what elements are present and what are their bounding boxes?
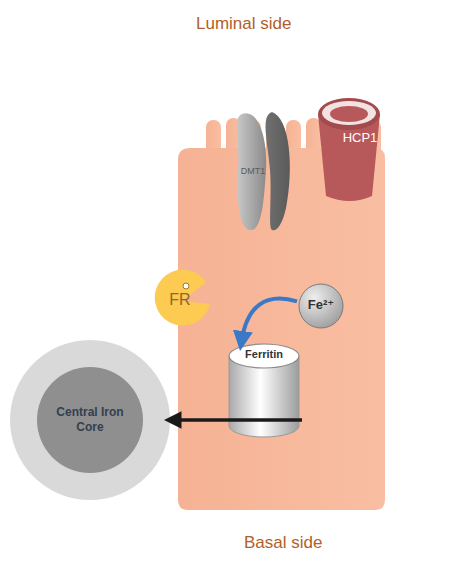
node-label: FR [160,291,200,309]
protein-cylinder: Ferritin [226,340,302,440]
side-label: Luminal side [196,14,291,34]
enzyme-symbol: FR [154,272,212,330]
fr-pacman [155,270,210,326]
core-inner [37,367,143,473]
side-label: Basal side [244,533,322,553]
transporter-protein: DMT1 [232,108,298,234]
fr-eye [183,283,189,289]
core-outer-shell [10,340,170,500]
curved-arrow [241,299,297,343]
transporter-protein: HCP1 [316,92,382,204]
hcp1-top [322,101,376,125]
dmt1-right-subunit [266,112,290,230]
node-label: HCP1 [340,130,380,145]
node-label: Fe²⁺ [297,297,345,312]
transporter-protein-outline [316,92,382,204]
hcp1-pore [330,106,368,122]
ion-circle: Fe²⁺ [297,283,345,329]
node-label: Central Iron Core [55,405,125,435]
hcp1-rim [318,98,380,130]
node-label: DMT1 [236,166,270,176]
node-label: Ferritin [226,348,302,360]
iron-core-circle: Central Iron Core [9,339,171,501]
